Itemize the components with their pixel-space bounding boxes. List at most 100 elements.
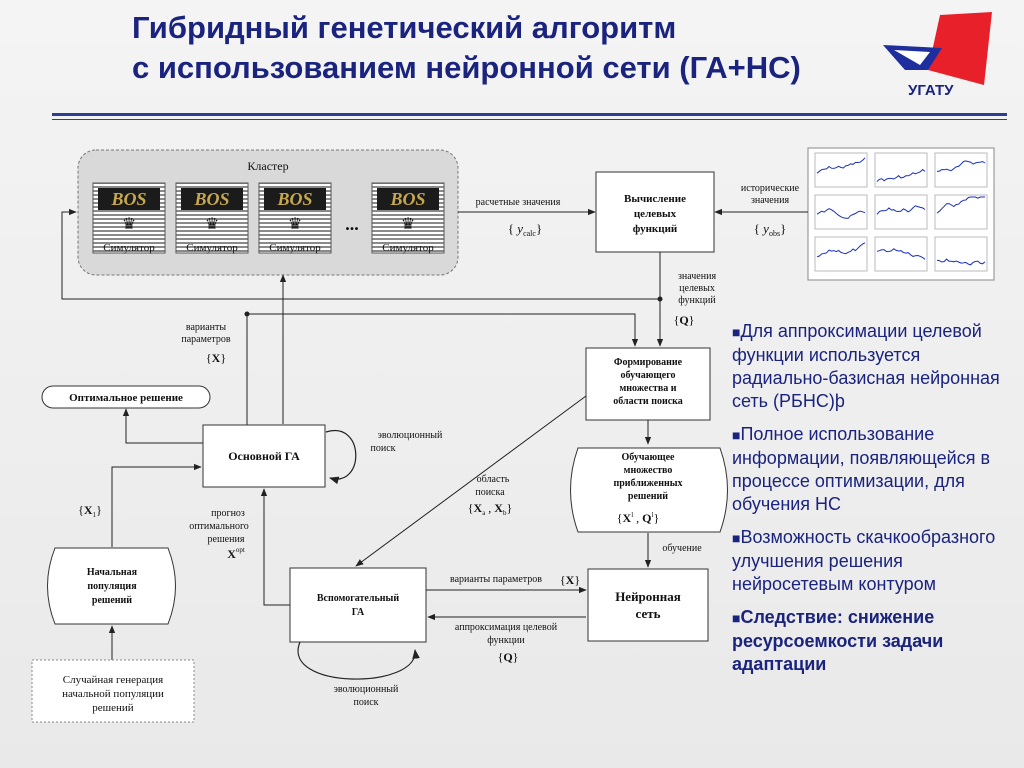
main-ga-label: Основной ГА: [228, 449, 300, 463]
title-rule-thin: [52, 119, 1007, 120]
svg-text:поиска: поиска: [475, 487, 505, 498]
bos-logo: BOS: [389, 189, 425, 209]
svg-text:сеть: сеть: [636, 606, 661, 621]
optimal-solution-label: Оптимальное решение: [69, 392, 183, 404]
forming-box: [585, 347, 711, 421]
svg-text:ГА: ГА: [352, 607, 365, 618]
svg-text:множество: множество: [624, 465, 673, 476]
mini-chart-line: [876, 168, 926, 182]
svg-text:Обучающее: Обучающее: [622, 452, 676, 463]
svg-text:множества и: множества и: [619, 383, 676, 394]
bullet-item: ■Следствие: снижение ресурсоемкости зада…: [732, 606, 1017, 676]
mini-chart-line: [816, 208, 866, 219]
svg-text:начальной популяции: начальной популяции: [62, 688, 164, 700]
x-opt-label: Xopt: [227, 546, 245, 561]
svg-text:приближенных: приближенных: [613, 478, 682, 489]
hist-values-line2: значения: [751, 195, 790, 206]
bullet-item: ■Полное использование информации, появля…: [732, 423, 1017, 516]
simulator-label: Симулятор: [103, 242, 155, 254]
calc-box-line1: Вычисление: [624, 193, 686, 205]
simulator-2: BOS ♛ Симулятор: [175, 182, 249, 254]
svg-text:области поиска: области поиска: [613, 396, 683, 407]
calc-target-box: [595, 171, 715, 253]
bos-logo: BOS: [276, 189, 312, 209]
q-label: {Q}: [674, 313, 695, 327]
cluster-ellipsis: ...: [345, 214, 359, 234]
mini-chart-frame: [814, 152, 868, 188]
bullet-marker-icon: ■: [732, 610, 741, 626]
cluster-label: Кластер: [247, 159, 288, 173]
optimal-solution-node: [41, 385, 211, 409]
bullet-marker-icon: ■: [732, 530, 741, 546]
svg-text:Вспомогательный: Вспомогательный: [317, 593, 399, 604]
svg-text:Нейронная: Нейронная: [615, 589, 681, 604]
neural-net-box: [587, 568, 709, 642]
simulator-1: BOS ♛ Симулятор: [92, 182, 166, 254]
bullet-text: Полное использование информации, появляю…: [732, 424, 991, 514]
x1-label: {X1}: [78, 503, 102, 519]
mini-chart-line: [936, 160, 986, 172]
svg-text:функций: функций: [678, 295, 716, 306]
x-set-2: {X}: [560, 573, 580, 587]
random-generation-box: [31, 659, 195, 723]
svg-text:параметров: параметров: [181, 334, 230, 345]
mini-chart-frame: [934, 194, 988, 230]
svg-text:обучающего: обучающего: [620, 370, 675, 381]
param-variants-2: варианты параметров: [450, 574, 542, 585]
svg-text:Начальная: Начальная: [87, 567, 138, 578]
aux-ga-box: [289, 567, 427, 643]
svg-text:варианты: варианты: [186, 322, 227, 333]
oil-icon: ♛: [122, 216, 136, 233]
x-label: {X}: [206, 351, 226, 365]
main-ga-box: [202, 424, 326, 488]
svg-text:функции: функции: [487, 635, 525, 646]
mini-chart-frame: [934, 236, 988, 272]
ugatu-logo: [883, 12, 992, 85]
bullet-marker-icon: ■: [732, 427, 741, 443]
mini-chart-frame: [874, 152, 928, 188]
calc-box-line2: целевых: [634, 208, 677, 220]
learning-label: обучение: [662, 543, 702, 554]
bullet-marker-icon: ■: [732, 324, 741, 340]
calc-values-label: расчетные значения: [476, 197, 561, 208]
bullet-item: ■Для аппроксимации целевой функции испол…: [732, 320, 1017, 413]
mini-chart-line: [876, 205, 926, 215]
mini-chart-frame: [874, 194, 928, 230]
page-title: Гибридный генетический алгоритм с исполь…: [132, 8, 801, 88]
simulator-label: Симулятор: [269, 242, 321, 254]
bullet-list: ■Для аппроксимации целевой функции испол…: [732, 320, 1017, 686]
svg-text:популяция: популяция: [87, 581, 137, 592]
svg-text:Случайная генерация: Случайная генерация: [63, 674, 163, 686]
initial-population-node: [47, 547, 176, 625]
bullet-item: ■Возможность скачкообразного улучшения р…: [732, 526, 1017, 596]
q-hat-label: {Q}: [498, 650, 519, 664]
mini-chart-line: [876, 248, 926, 260]
svg-text:решений: решений: [92, 595, 132, 606]
svg-text:эволюционный: эволюционный: [378, 430, 443, 441]
svg-text:оптимального: оптимального: [189, 521, 249, 532]
training-set-math: {Xl , Ql}: [617, 511, 659, 525]
svg-text:поиск: поиск: [371, 443, 396, 454]
simulator-label: Симулятор: [382, 242, 434, 254]
oil-icon: ♛: [288, 216, 302, 233]
svg-text:эволюционный: эволюционный: [334, 684, 399, 695]
mini-chart-line: [936, 258, 986, 266]
svg-text:прогноз: прогноз: [211, 508, 245, 519]
title-line-2: с использованием нейронной сети (ГА+НС): [132, 50, 801, 85]
svg-text:целевых: целевых: [679, 283, 715, 294]
mini-chart-line: [816, 242, 866, 258]
svg-text:поиск: поиск: [354, 697, 379, 708]
simulator-4: BOS ♛ Симулятор: [371, 182, 445, 254]
hist-values-line1: исторические: [741, 183, 800, 194]
bos-logo: BOS: [193, 189, 229, 209]
svg-text:решений: решений: [628, 491, 668, 502]
svg-text:решения: решения: [208, 534, 245, 545]
mini-chart-frame: [874, 236, 928, 272]
y-calc-label: { ycalc}: [508, 221, 542, 238]
svg-text:Формирование: Формирование: [614, 357, 683, 368]
svg-text:решений: решений: [92, 702, 134, 714]
logo-text: УГАТУ: [908, 82, 954, 99]
bullet-text: Следствие: снижение ресурсоемкости задач…: [732, 607, 944, 674]
calc-box-line3: функций: [633, 223, 678, 235]
